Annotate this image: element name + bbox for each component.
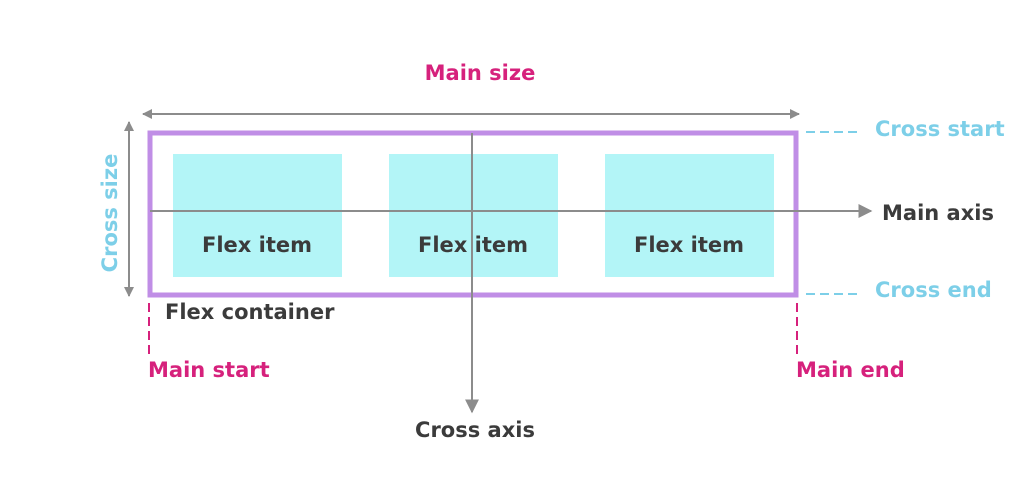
main-start-label: Main start [148,358,270,382]
flex-item-label: Flex item [634,233,744,257]
cross-end-label: Cross end [875,278,992,302]
cross-size-label: Cross size [98,154,122,273]
cross-axis-label: Cross axis [415,418,535,442]
cross-start-label: Cross start [875,117,1005,141]
flex-item-2 [389,154,558,277]
main-end-label: Main end [796,358,905,382]
flex-item-3 [605,154,774,277]
main-axis-label: Main axis [882,201,994,225]
flex-item-label: Flex item [418,233,528,257]
main-size-label: Main size [425,61,536,85]
flex-item-label: Flex item [202,233,312,257]
flex-container-label: Flex container [165,300,335,324]
flex-item-1 [173,154,342,277]
